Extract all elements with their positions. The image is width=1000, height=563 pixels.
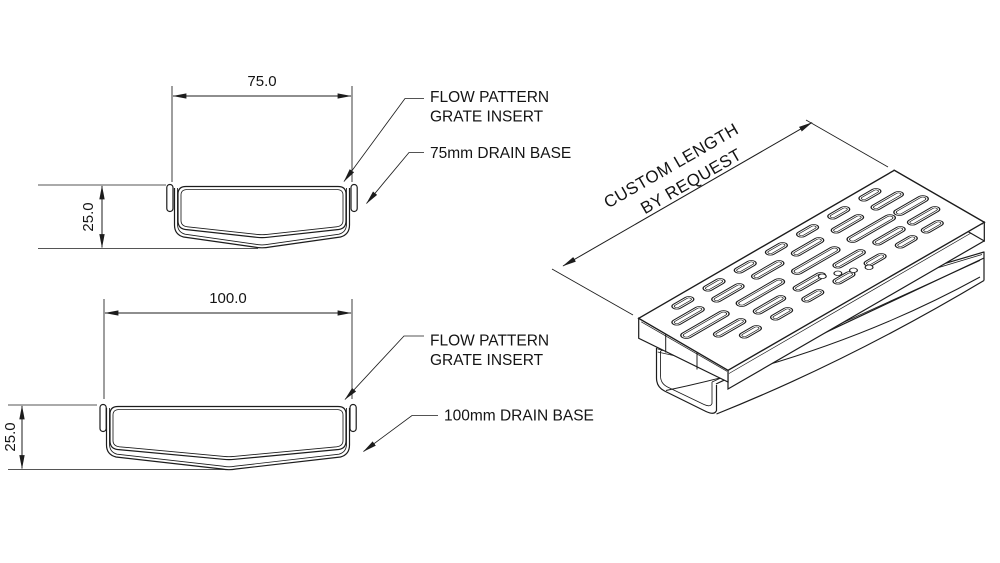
base-left-end-inner: [660, 351, 713, 407]
base-bottom-edge: [716, 279, 985, 415]
drain-base-outer-profile: [105, 408, 351, 471]
base-left-end-outer: [655, 348, 718, 414]
base-ear-right: [349, 403, 357, 433]
grate-front-band-fold-line: [728, 225, 985, 374]
callout-flow-pattern-75-line1: FLOW PATTERN: [430, 89, 549, 106]
ext-line: [805, 119, 889, 168]
drain-base-inner-profile: [177, 188, 347, 246]
base-ear-right: [350, 183, 358, 213]
base-ear-left: [166, 183, 174, 213]
dim-line-custom-length: [562, 122, 813, 267]
leader-flow-pattern-100: [344, 335, 424, 400]
dim-width-75-label: 75.0: [247, 73, 276, 90]
section-100mm: 100.0 25.0 FLOW PATTERN GRATE INSERT 100…: [2, 290, 594, 471]
grate-insert-outer-profile: [177, 185, 347, 239]
dim-height-75-label: 25.0: [80, 202, 97, 231]
base-ear-left: [99, 403, 107, 433]
leader-flow-pattern-75: [343, 98, 424, 182]
grate-west-edge-thickness-line: [641, 321, 728, 372]
drain-base-inner-profile: [109, 408, 347, 468]
callout-flow-pattern-75-line2: GRATE INSERT: [430, 109, 544, 126]
grate-insert-inner-profile: [112, 409, 344, 458]
grate-insert-inner-profile: [180, 189, 344, 236]
ext-line: [551, 268, 634, 316]
grate-insert-outer-profile: [109, 405, 347, 461]
callout-drain-base-75: 75mm DRAIN BASE: [430, 145, 571, 162]
leader-drain-base-100: [363, 415, 438, 452]
callout-flow-pattern-100-line2: GRATE INSERT: [430, 352, 544, 369]
callout-flow-pattern-100-line1: FLOW PATTERN: [430, 333, 549, 350]
callout-drain-base-100: 100mm DRAIN BASE: [444, 408, 594, 425]
dim-width-100-label: 100.0: [209, 290, 247, 307]
base-bottom-crease: [665, 276, 981, 391]
leader-drain-base-75: [366, 152, 424, 204]
drain-base-outer-profile: [173, 188, 351, 249]
section-75mm: 75.0 25.0 FLOW PATTERN GRATE INSERT 75mm…: [38, 73, 571, 249]
isometric-view: CUSTOM LENGTH BY REQUEST: [551, 119, 986, 415]
dim-height-100-label: 25.0: [2, 422, 19, 451]
iso-grate-insert: [637, 169, 986, 391]
